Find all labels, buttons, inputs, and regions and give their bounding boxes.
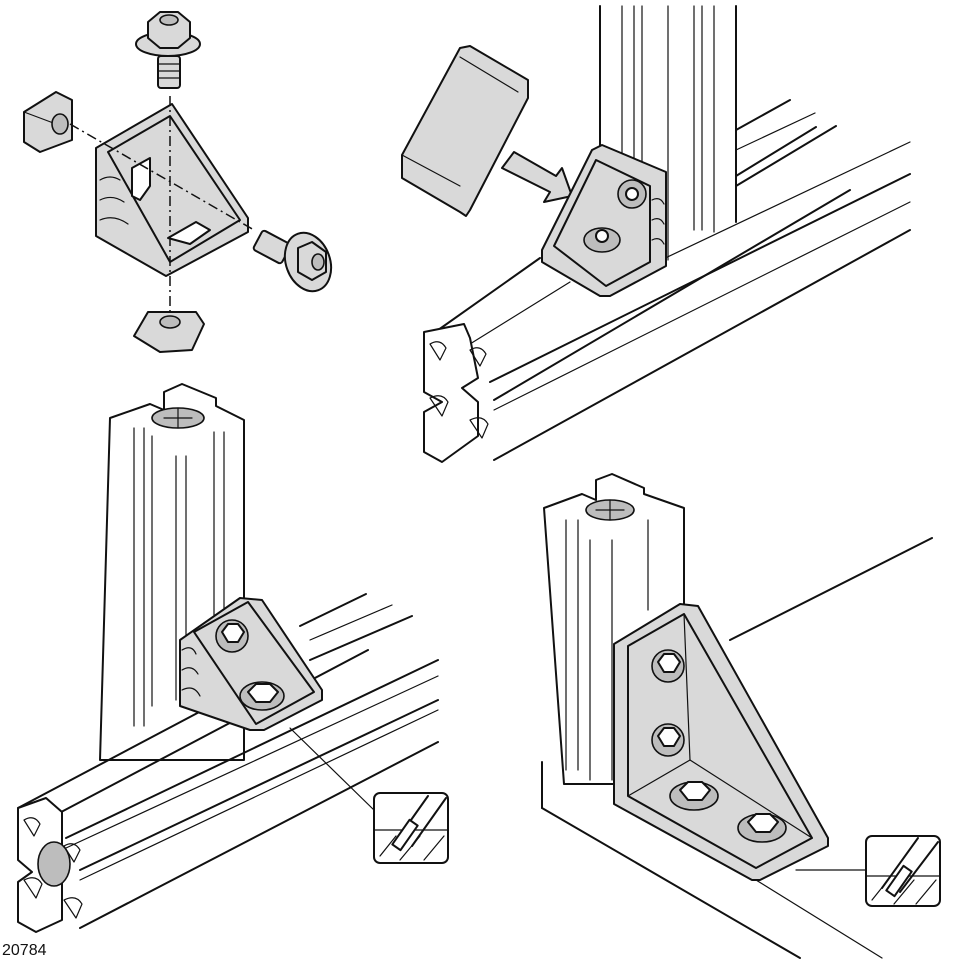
mounted-bracket-icon — [541, 144, 667, 297]
cover-cap-panel — [401, 5, 911, 463]
screw-right-icon — [252, 229, 333, 293]
base-plate — [541, 537, 933, 959]
detail-inset-2-icon — [865, 835, 941, 907]
arrow-icon — [501, 151, 573, 203]
gusset-bracket-icon — [613, 603, 829, 881]
figure-id-label: 20784 — [2, 942, 47, 959]
vertical-profile-top-right — [599, 5, 737, 261]
mounted-bracket-2-icon — [179, 597, 323, 731]
angle-bracket-icon — [95, 103, 249, 277]
bracket-mounted-profiles-panel — [17, 383, 449, 933]
exploded-angle-bracket-panel — [23, 11, 333, 353]
t-nut-bottom-icon — [133, 311, 205, 353]
cover-cap-icon — [401, 45, 529, 217]
large-gusset-panel — [541, 473, 941, 959]
t-nut-left-icon — [23, 91, 73, 153]
screw-top-icon — [135, 11, 201, 89]
horizontal-profile-bottom-left — [17, 593, 439, 933]
assembly-axis-diagonal — [69, 123, 255, 231]
horizontal-profile-top-right — [423, 99, 911, 463]
detail-inset-1-icon — [373, 792, 449, 864]
detail-leader-line — [289, 727, 377, 813]
